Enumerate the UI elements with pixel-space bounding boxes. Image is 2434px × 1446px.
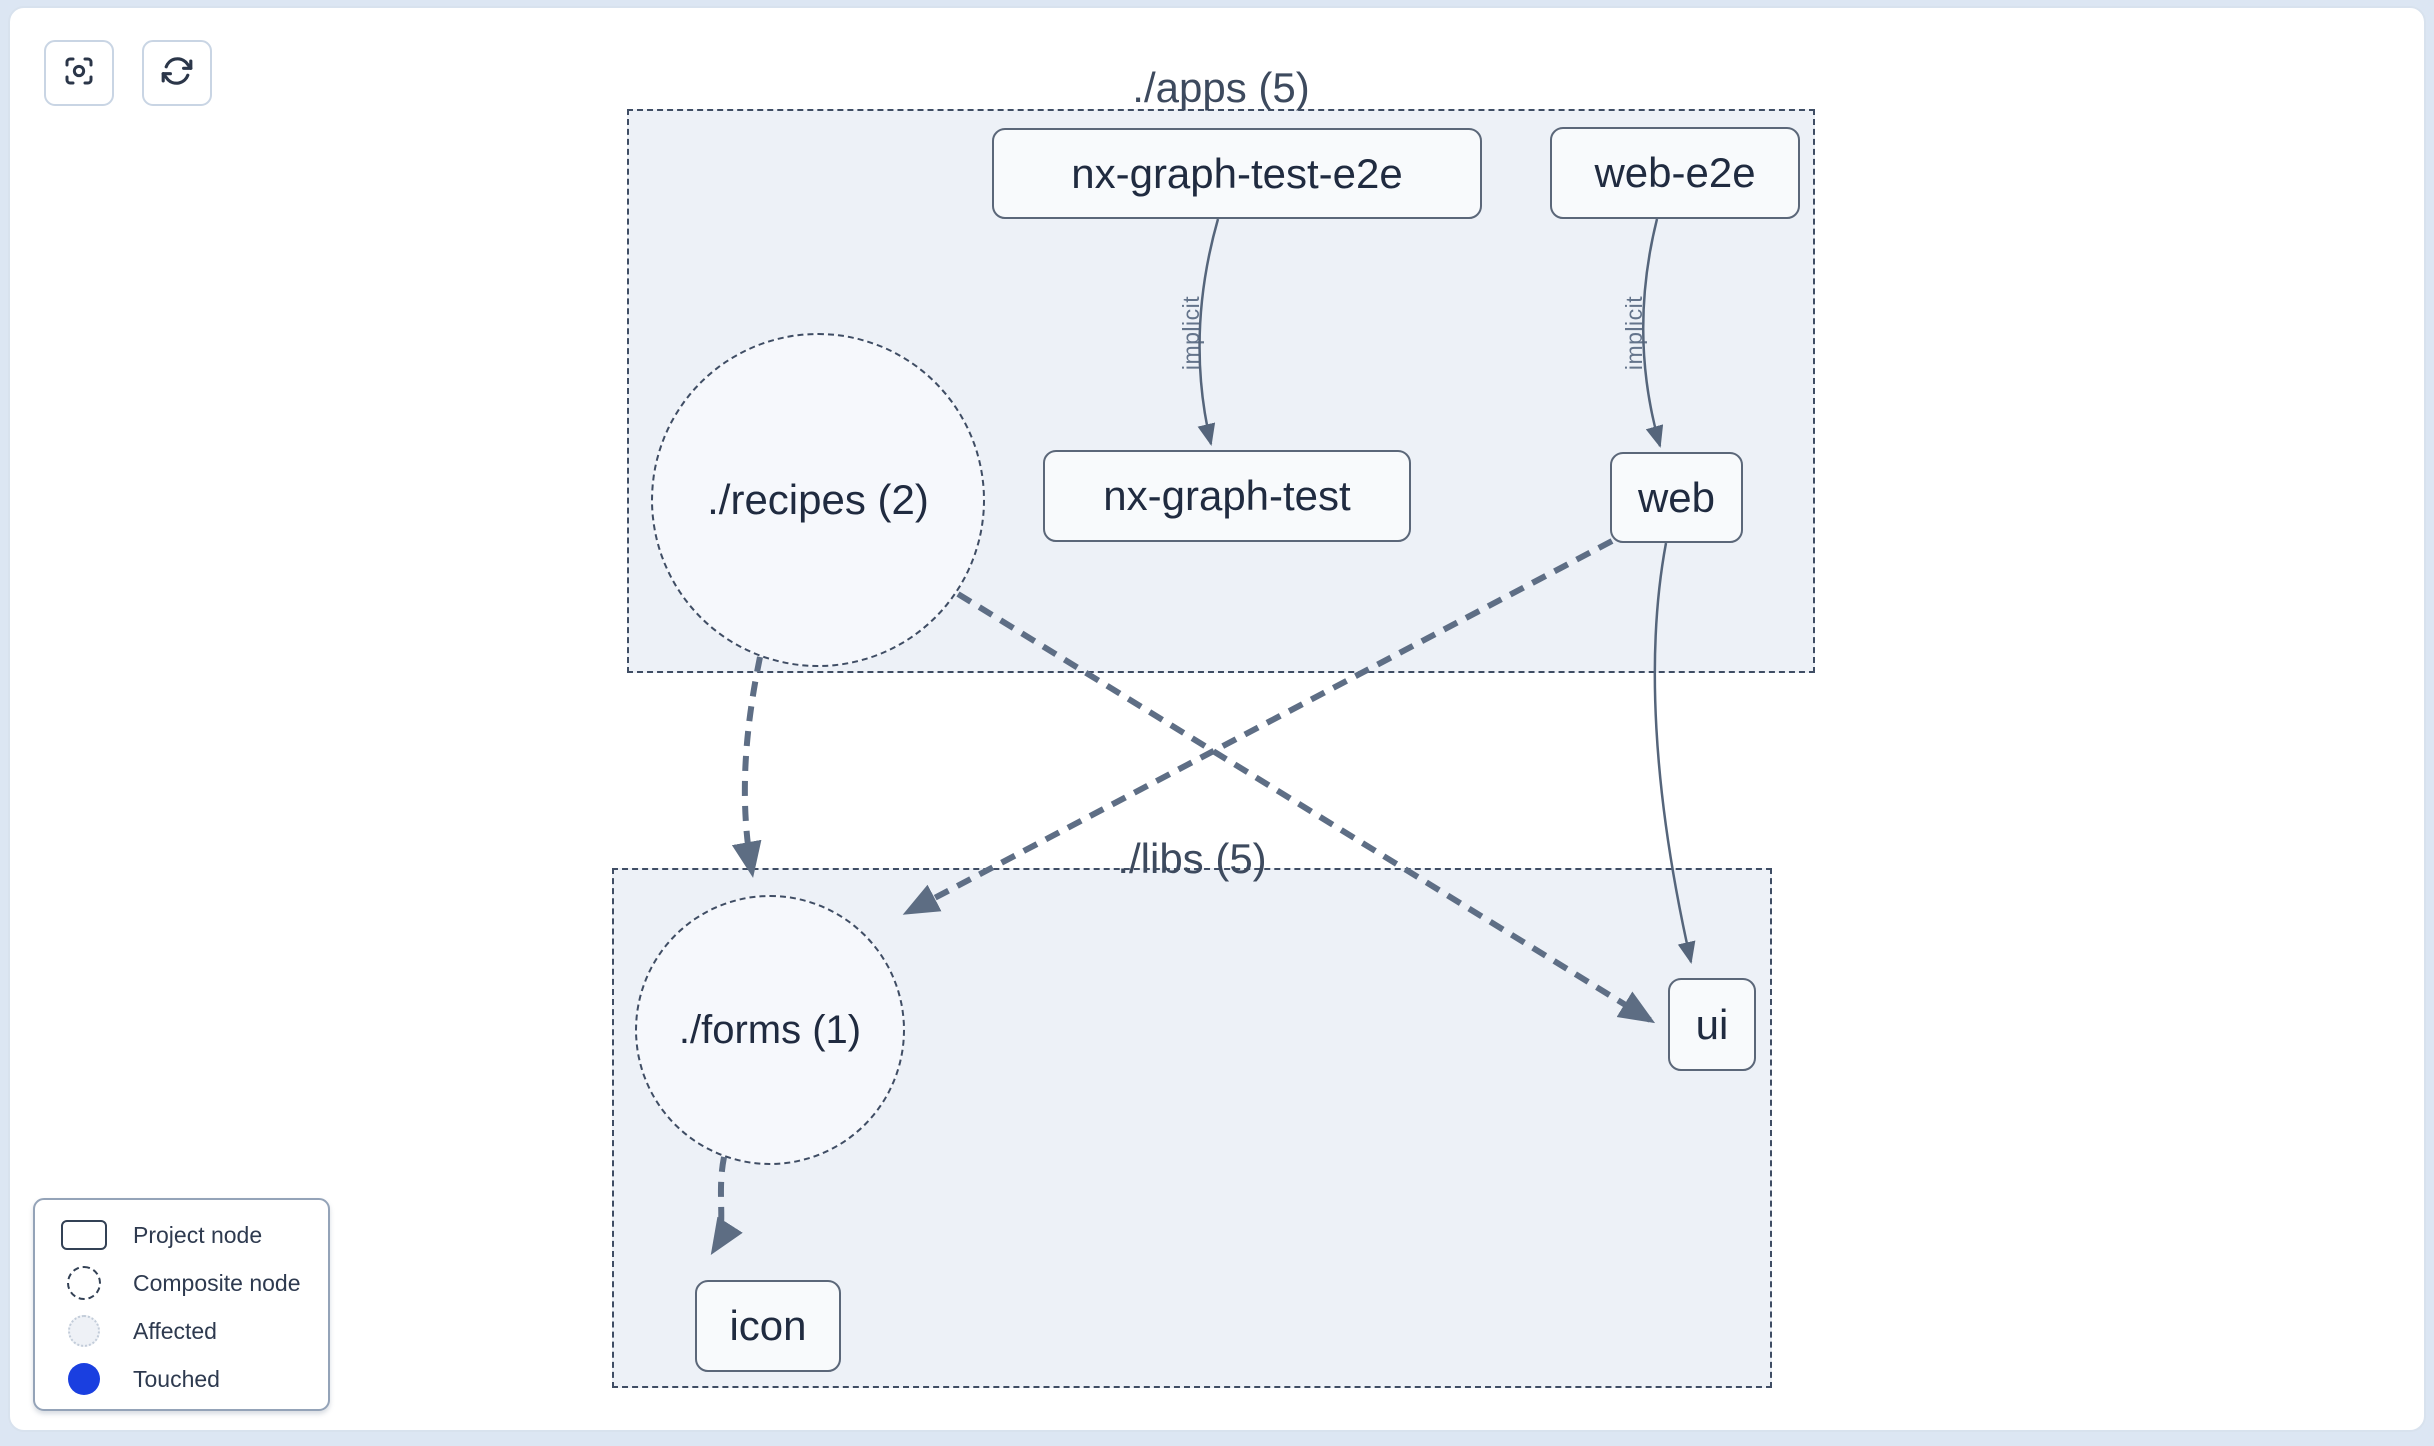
refresh-graph-button[interactable] [142, 40, 212, 106]
composite-node-forms[interactable]: ./forms (1) [635, 895, 905, 1165]
project-node-label: nx-graph-test-e2e [1071, 149, 1403, 197]
project-node-web-e2e[interactable]: web-e2e [1550, 127, 1800, 219]
refresh-icon [159, 53, 195, 94]
touched-swatch [68, 1363, 100, 1395]
legend-label: Affected [133, 1317, 217, 1344]
composite-node-recipes[interactable]: ./recipes (2) [651, 333, 985, 667]
project-node-label: web [1637, 473, 1716, 521]
legend-item-project-node: Project node [35, 1211, 328, 1259]
focus-center-icon [61, 53, 97, 94]
project-node-label: icon [729, 1302, 807, 1349]
project-node-label: ui [1695, 1000, 1729, 1048]
group-label-apps: ./apps (5) [1132, 64, 1310, 111]
legend-item-touched: Touched [35, 1355, 328, 1403]
legend: Project node Composite node Affected Tou… [33, 1198, 330, 1411]
affected-swatch [68, 1315, 100, 1347]
legend-label: Composite node [133, 1269, 301, 1296]
group-label-libs: ./libs (5) [1117, 835, 1267, 882]
project-node-nx-graph-test-e2e[interactable]: nx-graph-test-e2e [992, 128, 1482, 219]
legend-item-composite-node: Composite node [35, 1259, 328, 1307]
composite-node-label: ./forms (1) [678, 1007, 862, 1052]
composite-node-label: ./recipes (2) [707, 476, 929, 523]
project-node-swatch [61, 1220, 107, 1250]
composite-node-swatch [67, 1266, 101, 1300]
project-node-web[interactable]: web [1610, 452, 1743, 543]
legend-item-affected: Affected [35, 1307, 328, 1355]
legend-label: Touched [133, 1365, 220, 1392]
project-node-label: nx-graph-test [1103, 472, 1351, 519]
project-node-icon[interactable]: icon [695, 1280, 841, 1372]
project-node-nx-graph-test[interactable]: nx-graph-test [1043, 450, 1411, 542]
project-node-label: web-e2e [1594, 149, 1756, 196]
legend-label: Project node [133, 1221, 263, 1248]
project-node-ui[interactable]: ui [1668, 978, 1756, 1071]
center-graph-button[interactable] [44, 40, 114, 106]
